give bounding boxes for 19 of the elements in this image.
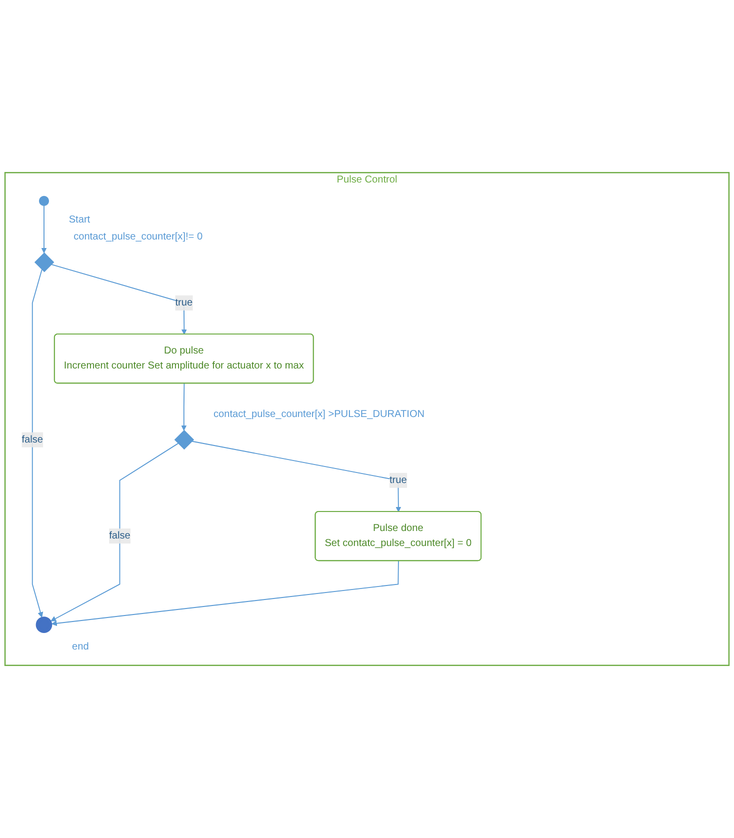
node-diamond xyxy=(174,430,194,450)
arrow xyxy=(50,264,187,335)
node-label: Start xyxy=(68,214,90,226)
edge-label: true xyxy=(175,297,193,308)
arrow xyxy=(52,560,399,626)
edge-label: false xyxy=(109,530,130,542)
edge-label: true xyxy=(389,474,407,486)
edge-label: false xyxy=(22,434,44,445)
node-label: end xyxy=(72,641,89,652)
node-diamond xyxy=(34,252,54,272)
arrow xyxy=(191,440,402,512)
node-label: contact_pulse_counter[x]!= 0 xyxy=(74,231,203,242)
node-label: contact_pulse_counter[x] >PULSE_DURATION xyxy=(213,408,425,420)
arrow xyxy=(41,205,47,254)
arrow xyxy=(50,442,179,622)
arrow xyxy=(32,269,44,618)
node-circle xyxy=(38,196,50,206)
node-circle xyxy=(36,616,52,633)
arrow xyxy=(181,382,187,431)
